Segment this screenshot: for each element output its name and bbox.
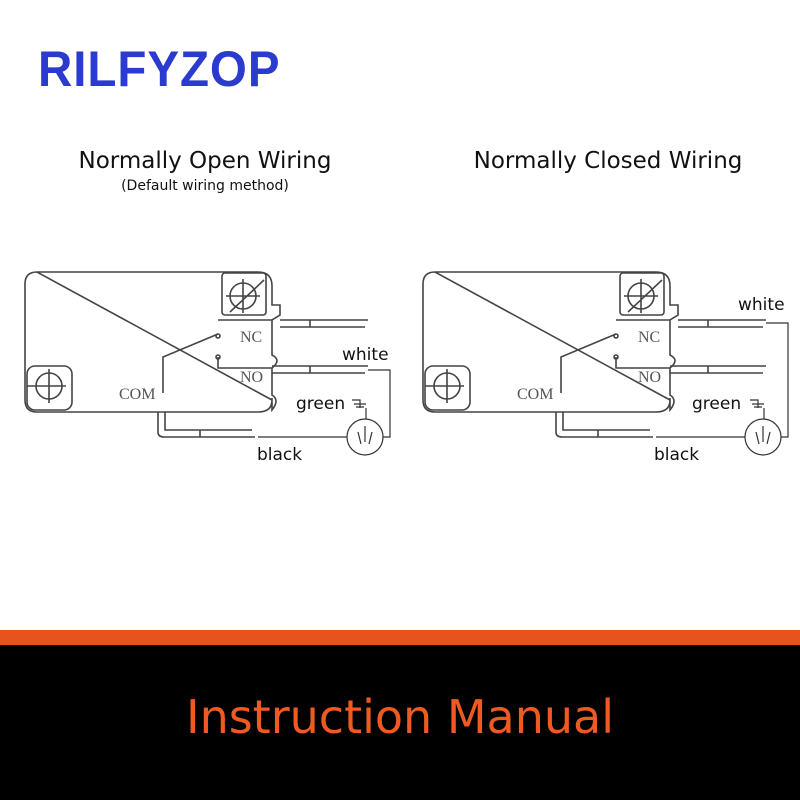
- com-terminal-label: COM: [119, 386, 155, 403]
- wiring: [656, 322, 789, 438]
- nc-wiring-title: Normally Closed Wiring: [473, 148, 743, 174]
- green-wire-label: green: [692, 394, 741, 414]
- com-terminal-label: COM: [517, 386, 553, 403]
- lamp-icon: [346, 418, 384, 456]
- switch-body: [422, 271, 766, 438]
- no-wiring-subtitle: (Default wiring method): [121, 178, 289, 194]
- white-wire-label: white: [738, 295, 785, 315]
- nc-terminal-label: NC: [240, 329, 262, 346]
- green-wire-label: green: [296, 394, 345, 414]
- lamp-icon: [744, 418, 782, 456]
- black-wire-label: black: [257, 445, 302, 465]
- normally-closed-diagram: NC NO COM white green black: [422, 271, 789, 465]
- no-terminal-label: NO: [240, 369, 263, 386]
- accent-stripe: [0, 630, 800, 645]
- nc-terminal-label: NC: [638, 329, 660, 346]
- black-wire-label: black: [654, 445, 699, 465]
- footer-band: [0, 645, 800, 800]
- no-wiring-title: Normally Open Wiring: [78, 148, 332, 174]
- instruction-manual-heading: Instruction Manual: [186, 690, 614, 744]
- brand-logo: RILFYZOP: [38, 41, 281, 97]
- no-terminal-label: NO: [638, 369, 661, 386]
- white-wire-label: white: [342, 345, 389, 365]
- switch-body: [24, 271, 368, 438]
- ground-icon: [352, 399, 366, 408]
- normally-open-diagram: NC NO COM white green black: [24, 271, 391, 465]
- ground-icon: [750, 399, 764, 408]
- wiring: [258, 369, 391, 438]
